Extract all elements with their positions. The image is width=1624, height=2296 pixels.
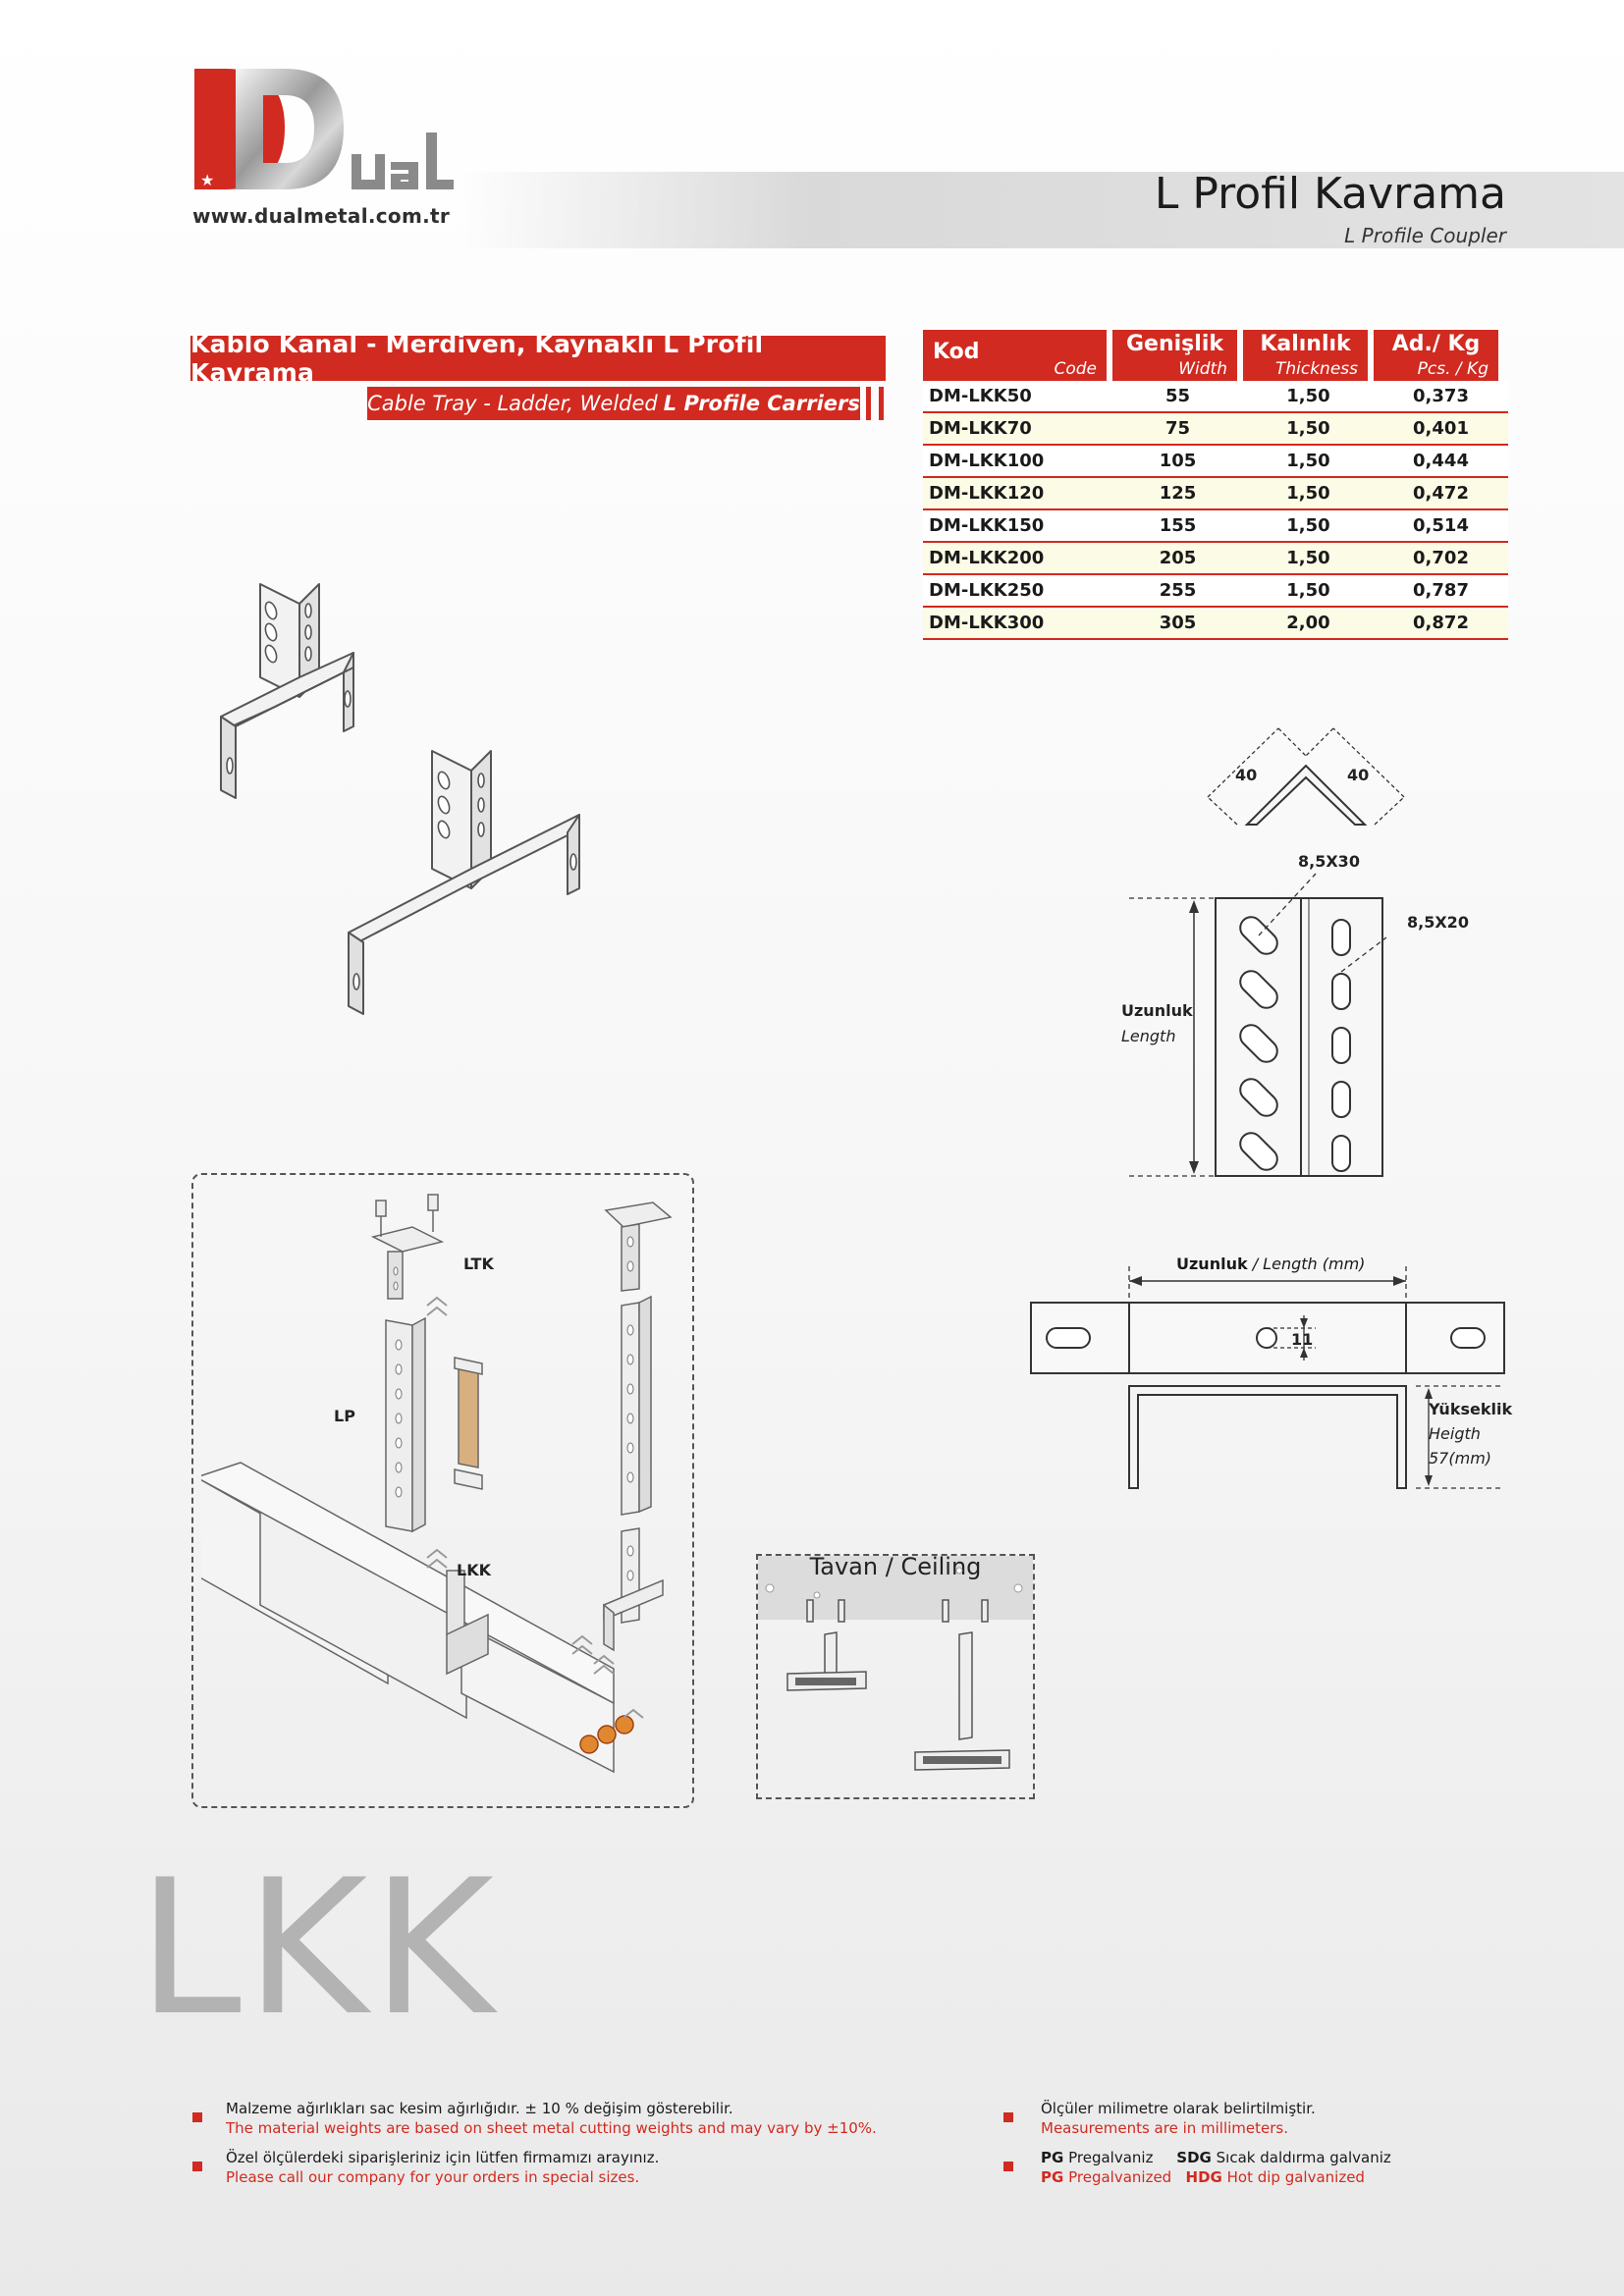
label-lp: LP <box>334 1407 355 1425</box>
cell-thickness: 1,50 <box>1286 580 1330 601</box>
page-subtitle: L Profile Coupler <box>1344 224 1506 247</box>
banner-en-prefix: Cable Tray - Ladder, Welded <box>367 392 658 415</box>
cell-thickness: 1,50 <box>1286 418 1330 439</box>
bullet <box>1003 2112 1013 2122</box>
table-row: DM-LKK120 125 1,50 0,472 <box>923 478 1508 510</box>
product-illustration <box>220 583 580 1015</box>
cell-code: DM-LKK120 <box>929 483 1045 504</box>
ceiling-title: Tavan / Ceiling <box>809 1553 982 1580</box>
table-row: DM-LKK300 305 2,00 0,872 <box>923 608 1508 640</box>
cell-code: DM-LKK250 <box>929 580 1045 601</box>
ceiling-illustration <box>765 1567 1023 1771</box>
cell-code: DM-LKK200 <box>929 548 1045 568</box>
table-row: DM-LKK50 55 1,50 0,373 <box>923 381 1508 413</box>
product-code-watermark: LKK <box>137 1840 499 2056</box>
cell-pcs-kg: 0,401 <box>1413 418 1469 439</box>
col-pcs-kg: Ad./ Kg Pcs. / Kg <box>1374 330 1498 381</box>
header-band <box>461 172 1624 248</box>
cell-width: 155 <box>1159 515 1197 536</box>
height-value: 57(mm) <box>1429 1449 1492 1468</box>
table-header: Kod Code Genişlik Width Kalınlık Thickne… <box>923 330 1508 381</box>
cell-code: DM-LKK50 <box>929 386 1032 406</box>
cell-pcs-kg: 0,444 <box>1413 451 1469 471</box>
bullet <box>192 2112 202 2122</box>
cell-pcs-kg: 0,702 <box>1413 548 1469 568</box>
cell-width: 205 <box>1159 548 1197 568</box>
cell-code: DM-LKK70 <box>929 418 1032 439</box>
cell-width: 255 <box>1159 580 1197 601</box>
spec-table: Kod Code Genişlik Width Kalınlık Thickne… <box>923 330 1508 640</box>
cell-width: 75 <box>1164 418 1191 439</box>
cell-thickness: 2,00 <box>1286 613 1330 633</box>
cell-pcs-kg: 0,472 <box>1413 483 1469 504</box>
cell-pcs-kg: 0,373 <box>1413 386 1469 406</box>
cell-thickness: 1,50 <box>1286 483 1330 504</box>
assembly-illustration <box>201 1194 673 1774</box>
cell-width: 125 <box>1159 483 1197 504</box>
bullet <box>1003 2162 1013 2171</box>
table-row: DM-LKK200 205 1,50 0,702 <box>923 543 1508 575</box>
note-special-sizes: Özel ölçülerdeki siparişleriniz için lüt… <box>226 2149 660 2186</box>
table-row: DM-LKK250 255 1,50 0,787 <box>923 575 1508 608</box>
height-label: Yükseklik <box>1429 1400 1513 1418</box>
cell-pcs-kg: 0,872 <box>1413 613 1469 633</box>
length-label: Uzunluk <box>1121 1001 1193 1020</box>
cell-code: DM-LKK300 <box>929 613 1045 633</box>
angle-dim-right: 40 <box>1347 766 1370 784</box>
slotted-profile-drawing <box>1129 873 1387 1177</box>
note-weights: Malzeme ağırlıkları sac kesim ağırlığıdı… <box>226 2100 877 2137</box>
cell-width: 105 <box>1159 451 1197 471</box>
banner-stripe <box>866 387 871 420</box>
cell-width: 55 <box>1164 386 1191 406</box>
note-finishes: PG Pregalvaniz SDG Sıcak daldırma galvan… <box>1041 2149 1391 2186</box>
website-url[interactable]: www.dualmetal.com.tr <box>192 204 451 228</box>
cell-thickness: 1,50 <box>1286 386 1330 406</box>
table-row: DM-LKK70 75 1,50 0,401 <box>923 413 1508 446</box>
length-dim-label: Uzunluk / Length (mm) <box>1176 1255 1366 1273</box>
banner-stripe <box>879 387 884 420</box>
bullet <box>192 2162 202 2171</box>
label-lkk: LKK <box>457 1561 491 1579</box>
svg-text:★: ★ <box>200 171 214 189</box>
table-row: DM-LKK100 105 1,50 0,444 <box>923 446 1508 478</box>
length-label-en: Length <box>1121 1027 1176 1045</box>
bracket-drawing <box>1030 1266 1505 1489</box>
banner-en-bold: L Profile Carriers <box>663 392 860 415</box>
col-thickness: Kalınlık Thickness <box>1243 330 1368 381</box>
col-code: Kod Code <box>923 330 1107 381</box>
note-units: Ölçüler milimetre olarak belirtilmiştir.… <box>1041 2100 1316 2137</box>
assembly-box <box>191 1173 694 1808</box>
cell-pcs-kg: 0,514 <box>1413 515 1469 536</box>
cell-pcs-kg: 0,787 <box>1413 580 1469 601</box>
slot-dim-b: 8,5X20 <box>1407 913 1469 932</box>
ceiling-box <box>756 1554 1035 1799</box>
table-row: DM-LKK150 155 1,50 0,514 <box>923 510 1508 543</box>
cell-thickness: 1,50 <box>1286 548 1330 568</box>
cell-width: 305 <box>1159 613 1197 633</box>
dual-logo: ★ <box>194 69 454 189</box>
angle-profile-drawing <box>1207 727 1405 826</box>
height-label-en: Heigth <box>1429 1424 1481 1443</box>
cell-code: DM-LKK100 <box>929 451 1045 471</box>
product-banner: Kablo Kanal - Merdiven, Kaynaklı L Profi… <box>190 330 886 387</box>
col-width: Genişlik Width <box>1112 330 1237 381</box>
hole-dim: 11 <box>1291 1330 1314 1349</box>
product-banner-en: Cable Tray - Ladder, Welded L Profile Ca… <box>367 387 860 420</box>
label-ltk: LTK <box>463 1255 494 1273</box>
cell-thickness: 1,50 <box>1286 451 1330 471</box>
cell-code: DM-LKK150 <box>929 515 1045 536</box>
angle-dim-left: 40 <box>1235 766 1258 784</box>
slot-dim-a: 8,5X30 <box>1298 852 1360 871</box>
cell-thickness: 1,50 <box>1286 515 1330 536</box>
page-title: L Profil Kavrama <box>1154 169 1506 219</box>
